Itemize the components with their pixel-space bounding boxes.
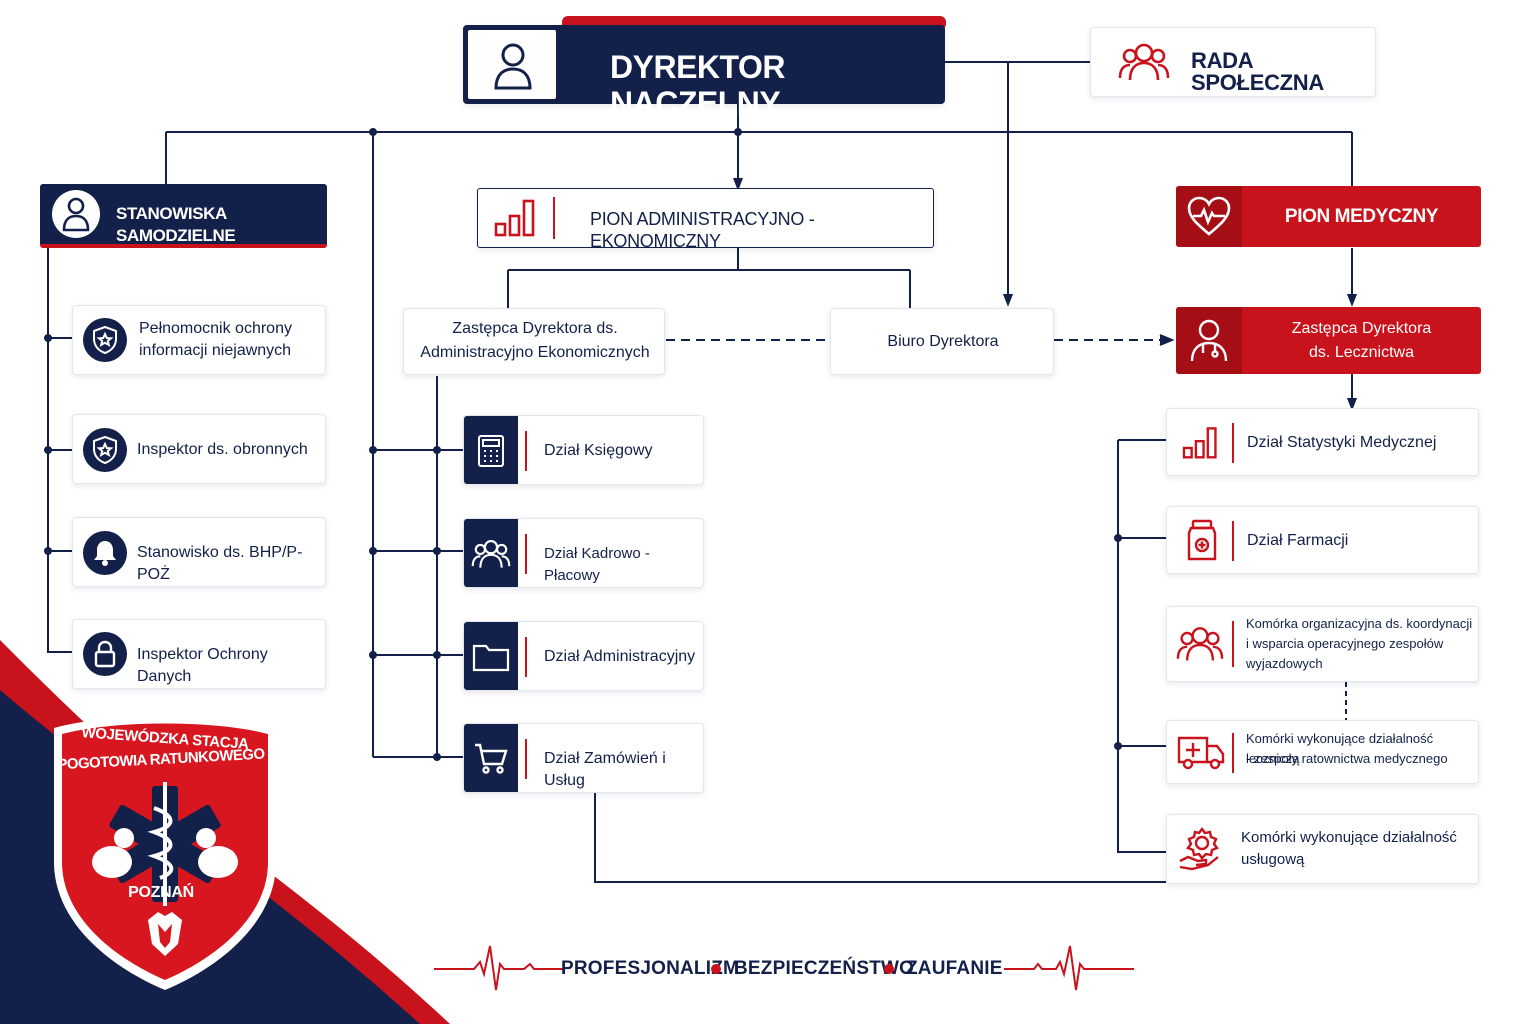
admin-dept-label: Dział Zamówień i Usług bbox=[544, 750, 666, 789]
admin-dept-label: Dział Kadrowo - Płacowy bbox=[544, 545, 650, 584]
admin-title: PION ADMINISTRACYJNO - EKONOMICZNY bbox=[590, 209, 815, 251]
independent-item: Pełnomocnik ochrony informacji niejawnyc… bbox=[72, 305, 326, 375]
gear-hand-icon bbox=[1179, 827, 1219, 871]
independent-title: STANOWISKA SAMODZIELNE bbox=[116, 204, 236, 245]
medical-title: PION MEDYCZNY bbox=[1284, 206, 1439, 227]
medical-item-label-2: i wsparcia operacyjnego zespołów bbox=[1246, 636, 1444, 651]
cart-icon bbox=[475, 743, 508, 774]
medical-deputy-box: Zastępca Dyrektora ds. Lecznictwa bbox=[1176, 307, 1481, 374]
independent-item: Inspektor Ochrony Danych bbox=[72, 619, 326, 689]
motto-dot bbox=[711, 964, 721, 974]
director-office-box: Biuro Dyrektora bbox=[830, 308, 1054, 375]
admin-dept-label: Dział Administracyjny bbox=[544, 648, 696, 665]
bar-chart-icon bbox=[494, 199, 535, 237]
independent-header: STANOWISKA SAMODZIELNE bbox=[40, 184, 327, 248]
medical-item-label-2: - zespoły ratownictwa medycznego bbox=[1246, 751, 1448, 766]
shield-star-icon bbox=[83, 428, 127, 472]
independent-item-label-1: Pełnomocnik ochrony bbox=[139, 320, 292, 337]
person-icon bbox=[494, 43, 532, 90]
independent-item-label: Stanowisko ds. BHP/P-POŻ bbox=[137, 544, 303, 583]
medical-item: Komórka organizacyjna ds. koordynacji i … bbox=[1166, 606, 1479, 682]
medical-item-label-1: Komórka organizacyjna ds. koordynacji bbox=[1246, 616, 1473, 631]
logo-city: POZNAŃ bbox=[128, 884, 194, 901]
admin-deputy-line1: Zastępca Dyrektora ds. bbox=[452, 320, 618, 337]
motto-dot bbox=[884, 964, 894, 974]
separator bbox=[525, 534, 527, 574]
people-icon bbox=[471, 540, 511, 568]
shield-star-glyph bbox=[93, 435, 117, 465]
separator bbox=[1232, 423, 1234, 463]
medical-item-label-1: Komórki wykonujące działalność bbox=[1241, 829, 1457, 846]
doctor-icon bbox=[1190, 319, 1228, 362]
medicine-bottle-icon bbox=[1187, 519, 1217, 561]
medical-icon-panel bbox=[1176, 186, 1242, 247]
logo-shield bbox=[54, 716, 276, 990]
separator bbox=[525, 431, 527, 471]
separator bbox=[1232, 621, 1234, 667]
medical-item: Komórki wykonujące działalność leczniczą… bbox=[1166, 720, 1479, 784]
bar-chart-icon bbox=[1182, 427, 1217, 459]
medical-item-label-2: usługową bbox=[1241, 851, 1305, 868]
council-box: RADA SPOŁECZNA bbox=[1090, 27, 1376, 97]
lock-icon bbox=[83, 632, 127, 676]
people-icon bbox=[1176, 627, 1224, 661]
council-title: RADA SPOŁECZNA bbox=[1191, 48, 1324, 95]
medical-deputy-line2: ds. Lecznictwa bbox=[1309, 344, 1414, 361]
independent-item-label: Inspektor Ochrony Danych bbox=[137, 646, 268, 685]
separator bbox=[1232, 521, 1234, 561]
separator bbox=[1232, 733, 1234, 773]
motto-word: ZAUFANIE bbox=[906, 958, 1003, 979]
admin-header: PION ADMINISTRACYJNO - EKONOMICZNY bbox=[477, 188, 934, 251]
bell-glyph bbox=[94, 541, 116, 566]
medical-header: PION MEDYCZNY bbox=[1176, 186, 1481, 247]
admin-dept: Dział Kadrowo - Płacowy bbox=[463, 518, 704, 588]
medical-item-label: Dział Statystyki Medycznej bbox=[1247, 434, 1437, 451]
heart-pulse-icon bbox=[1187, 196, 1231, 236]
ambulance-icon bbox=[1177, 736, 1225, 770]
motto-word: BEZPIECZEŃSTWO bbox=[734, 958, 915, 979]
medical-deputy-line1: Zastępca Dyrektora bbox=[1291, 320, 1432, 337]
admin-dept: Dział Administracyjny bbox=[463, 621, 704, 691]
folder-icon bbox=[472, 644, 510, 672]
calculator-icon bbox=[478, 435, 504, 467]
admin-deputy-box: Zastępca Dyrektora ds. Administracyjno E… bbox=[403, 308, 665, 375]
shield-star-icon bbox=[83, 318, 127, 362]
separator bbox=[525, 739, 527, 779]
pulse-line-left bbox=[434, 945, 564, 991]
medical-item-label-3: wyjazdowych bbox=[1246, 656, 1323, 671]
independent-item: Stanowisko ds. BHP/P-POŻ bbox=[72, 517, 326, 587]
separator bbox=[553, 197, 555, 239]
dept-icon-box bbox=[464, 724, 518, 792]
people-icon bbox=[1118, 43, 1170, 81]
lock-glyph bbox=[94, 640, 116, 668]
admin-dept-label: Dział Księgowy bbox=[544, 442, 653, 459]
director-office-label: Biuro Dyrektora bbox=[887, 333, 999, 350]
person-icon bbox=[62, 197, 90, 232]
medical-item: Komórki wykonujące działalność usługową bbox=[1166, 814, 1479, 884]
motto-word: PROFESJONALIZM bbox=[561, 958, 740, 979]
admin-dept: Dział Zamówień i Usług bbox=[463, 723, 704, 793]
medical-item: Dział Statystyki Medycznej bbox=[1166, 408, 1479, 476]
medical-item-label-1: Komórki wykonujące działalność leczniczą bbox=[1246, 731, 1434, 766]
independent-item: Inspektor ds. obronnych bbox=[72, 414, 326, 484]
separator bbox=[525, 637, 527, 677]
shield-star-glyph bbox=[93, 325, 117, 355]
medical-deputy-icon-panel bbox=[1176, 307, 1242, 374]
admin-deputy-line2: Administracyjno Ekonomicznych bbox=[420, 344, 650, 361]
director-box: DYREKTOR NACZELNY bbox=[463, 25, 945, 121]
medical-item: Dział Farmacji bbox=[1166, 506, 1479, 574]
medical-item-label: Dział Farmacji bbox=[1247, 532, 1349, 549]
admin-dept: Dział Księgowy bbox=[463, 415, 704, 485]
independent-item-label: Inspektor ds. obronnych bbox=[137, 441, 308, 458]
independent-item-label-2: informacji niejawnych bbox=[139, 342, 292, 359]
pulse-line-right bbox=[1004, 945, 1134, 991]
director-title: DYREKTOR NACZELNY bbox=[610, 49, 785, 121]
